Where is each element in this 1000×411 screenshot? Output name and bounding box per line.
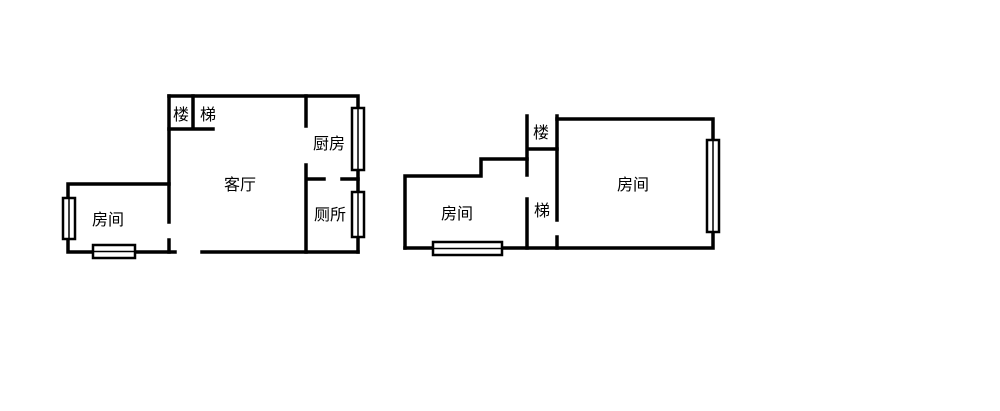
upper-floor-windows — [431, 138, 721, 257]
toilet-label: 厕所 — [313, 205, 347, 224]
stair-label: 楼 — [172, 105, 190, 124]
living-room-label: 客厅 — [223, 175, 257, 194]
upper-floor-walls — [403, 114, 715, 250]
lower-floor-windows — [61, 106, 366, 260]
stair-label: 梯 — [533, 201, 551, 220]
stair-label: 楼 — [532, 123, 550, 142]
kitchen-label: 厨房 — [312, 134, 346, 153]
stair-label: 梯 — [199, 105, 217, 124]
bedroom-label: 房间 — [440, 204, 474, 223]
bedroom-label: 房间 — [616, 175, 650, 194]
bedroom-label: 房间 — [91, 210, 125, 229]
